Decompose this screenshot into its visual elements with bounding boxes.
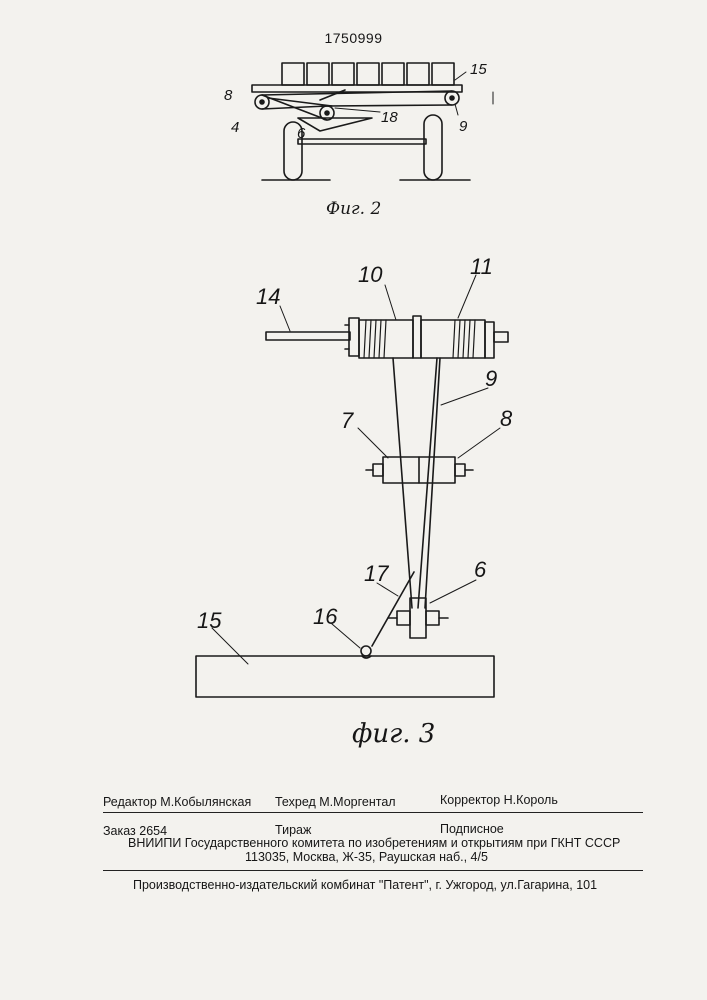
fig3-hook-16 (361, 646, 371, 656)
fig3-label-9: 9 (485, 366, 497, 391)
fig3-platform-15 (196, 656, 494, 697)
institute-name: ВНИИПИ Государственного комитета по изоб… (128, 836, 620, 850)
fig3-label-17: 17 (364, 561, 389, 586)
fig2-caption: Фиг. 2 (326, 199, 381, 219)
imprint-rule-bottom (103, 870, 643, 871)
fig2-boxes (282, 63, 454, 85)
imprint-rule-top (103, 812, 643, 813)
fig3-label-10: 10 (358, 262, 383, 287)
fig3-label-16: 16 (313, 604, 338, 629)
corrector-credit: Корректор Н.Король (440, 793, 558, 807)
fig2-label-9: 9 (459, 118, 468, 135)
fig2-label-15: 15 (470, 61, 487, 78)
fig2-label-6: 6 (297, 125, 306, 142)
fig3-drawing (196, 275, 508, 697)
publisher-line: Производственно-издательский комбинат "П… (133, 878, 597, 892)
circulation-label: Тираж (275, 823, 311, 837)
fig3-label-7: 7 (341, 408, 354, 433)
editor-credit: Редактор М.Кобылянская (103, 795, 251, 809)
fig2-drawing (252, 63, 493, 180)
fig3-label-11: 11 (470, 254, 493, 279)
fig3-label-14: 14 (256, 284, 280, 309)
fig3-caption: фиг. 3 (352, 719, 435, 749)
fig3-label-6: 6 (474, 557, 487, 582)
fig2-label-8: 8 (224, 87, 233, 104)
fig3-label-8: 8 (500, 406, 513, 431)
fig3-label-15: 15 (197, 608, 222, 633)
techred-credit: Техред М.Моргентал (275, 795, 396, 809)
fig2-frame-beam (298, 139, 426, 144)
fig2-wheel-right (424, 115, 442, 180)
fig3-shaft (266, 332, 350, 340)
institute-address: 113035, Москва, Ж-35, Раушская наб., 4/5 (245, 850, 488, 864)
fig2-label-4: 4 (231, 119, 239, 136)
subscription-label: Подписное (440, 822, 504, 836)
fig2-label-18: 18 (381, 109, 398, 126)
